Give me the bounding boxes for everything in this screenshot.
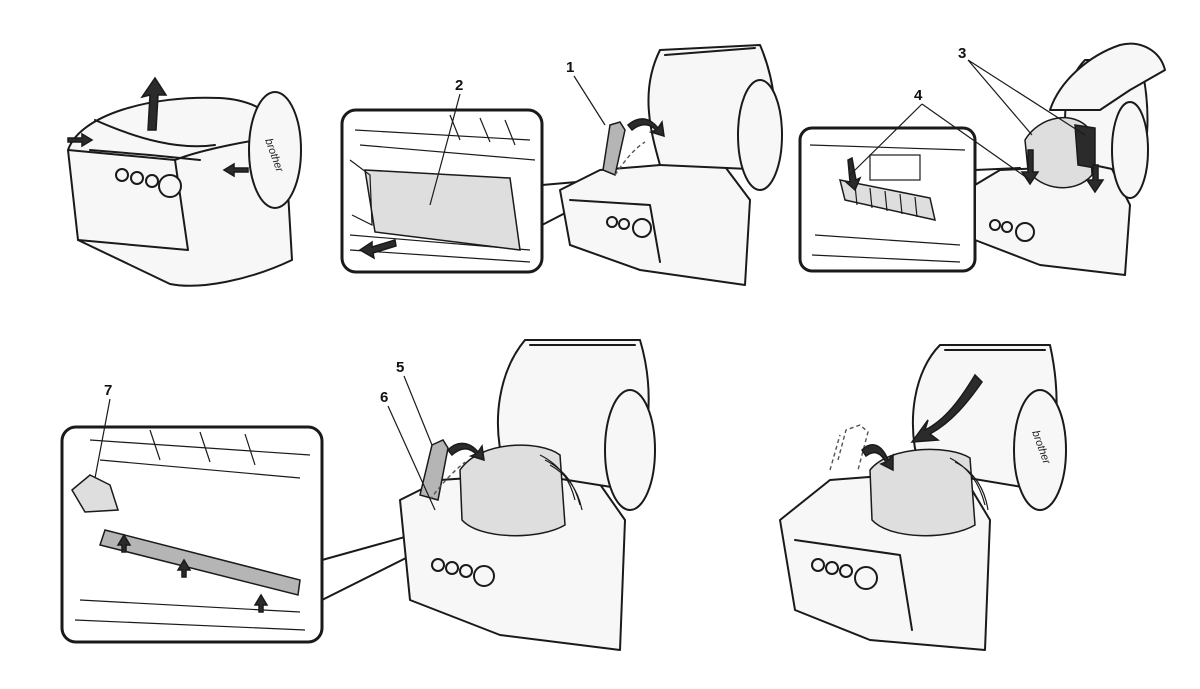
side-cover bbox=[604, 389, 656, 511]
spool-guide bbox=[1074, 124, 1096, 169]
button bbox=[811, 558, 825, 572]
button-2 bbox=[130, 171, 144, 185]
lever-1 bbox=[602, 121, 626, 177]
side-cover bbox=[248, 91, 302, 209]
lever-5 bbox=[419, 439, 449, 501]
button-3 bbox=[145, 174, 159, 188]
up-arrow-icon bbox=[176, 558, 192, 578]
callout-4: 4 bbox=[914, 87, 923, 104]
paper-guide bbox=[99, 529, 301, 596]
button bbox=[825, 561, 839, 575]
down-arrow-icon bbox=[1085, 164, 1105, 194]
close-arrow-icon bbox=[910, 373, 983, 443]
printer-body bbox=[559, 159, 751, 286]
lever-arm bbox=[71, 474, 120, 513]
callout-6: 6 bbox=[380, 389, 388, 406]
panel-step-close-cover: brother bbox=[779, 344, 1067, 651]
up-arrow-icon bbox=[253, 593, 269, 613]
up-arrow-icon bbox=[116, 533, 132, 553]
button bbox=[431, 558, 445, 572]
side-cover bbox=[1111, 101, 1149, 199]
pull-arrow-icon bbox=[358, 239, 397, 260]
curved-arrow-icon bbox=[626, 118, 665, 138]
callout-2: 2 bbox=[455, 77, 463, 94]
power-button bbox=[158, 174, 182, 198]
button bbox=[839, 564, 853, 578]
down-arrow-icon bbox=[844, 156, 862, 192]
label-roll bbox=[869, 448, 976, 537]
printer-body bbox=[974, 164, 1131, 276]
power-button bbox=[632, 218, 652, 238]
power-button bbox=[1015, 222, 1035, 242]
button bbox=[606, 216, 618, 228]
side-cover bbox=[1013, 389, 1067, 511]
panel-step-insert-spool: 3 4 bbox=[798, 42, 1166, 276]
button bbox=[989, 219, 1001, 231]
guide-rail bbox=[838, 179, 936, 221]
push-arrow-right-icon bbox=[222, 162, 249, 178]
button bbox=[618, 218, 630, 230]
button bbox=[1001, 221, 1013, 233]
detail-box-3 bbox=[60, 425, 324, 644]
side-cover bbox=[737, 79, 783, 191]
button bbox=[459, 564, 473, 578]
callout-1: 1 bbox=[566, 59, 574, 76]
curved-arrow-icon bbox=[446, 442, 485, 462]
callout-5: 5 bbox=[396, 359, 404, 376]
up-arrow-icon bbox=[140, 76, 168, 131]
power-button bbox=[473, 565, 495, 587]
button-1 bbox=[115, 168, 129, 182]
down-arrow-icon bbox=[1020, 149, 1040, 186]
button bbox=[445, 561, 459, 575]
callout-3: 3 bbox=[958, 45, 966, 62]
callout-7: 7 bbox=[104, 382, 112, 399]
panel-step-open-cover: brother bbox=[67, 76, 302, 287]
curved-arrow-icon bbox=[861, 444, 894, 472]
power-button bbox=[854, 566, 878, 590]
hand bbox=[1049, 42, 1166, 111]
panel-step-remove-protective-sheet: 1 2 bbox=[340, 44, 783, 286]
label-roll bbox=[459, 444, 566, 537]
panel-step-feed-label-roll: 5 6 7 bbox=[60, 339, 656, 651]
push-arrow-left-icon bbox=[67, 132, 94, 148]
